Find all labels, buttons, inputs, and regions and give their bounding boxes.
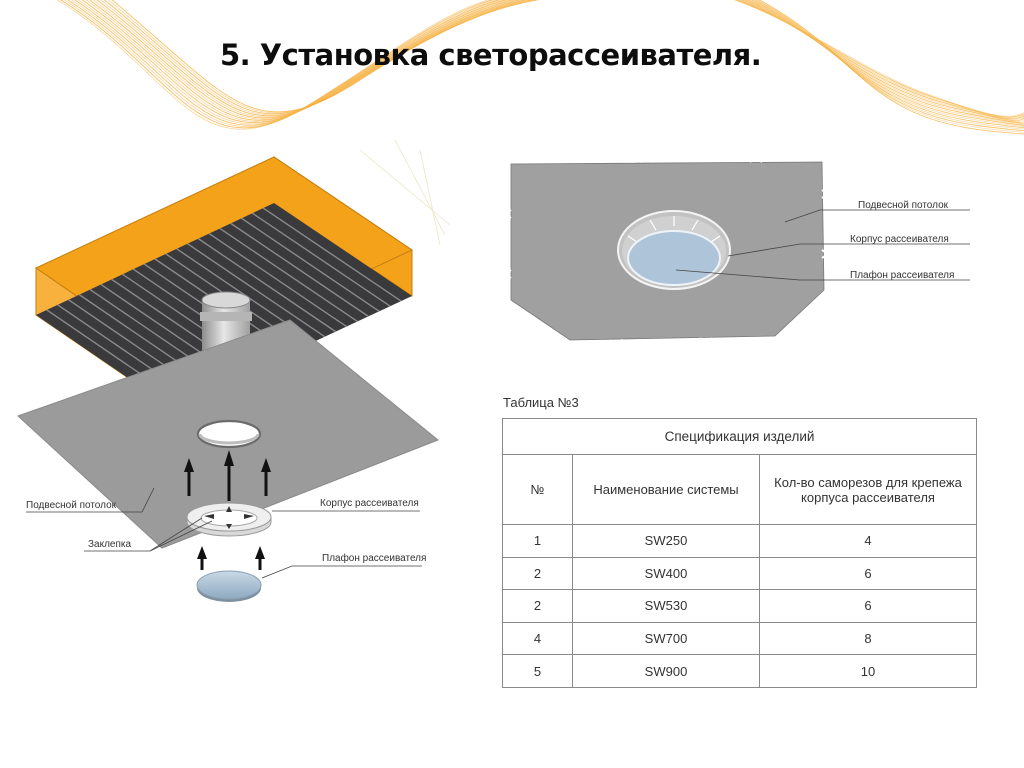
- installed-view-diagram: Подвесной потолок Корпус рассеивателя Пл…: [503, 156, 970, 347]
- diffuser-cover: [196, 570, 262, 602]
- cell-system-name: SW900: [572, 654, 760, 688]
- spec-table: Спецификация изделий № Наименование сист…: [501, 418, 978, 688]
- cell-number: 4: [502, 621, 573, 656]
- cell-screw-count: 8: [758, 621, 978, 656]
- diffuser-housing: [186, 502, 272, 537]
- label-rivet: Заклепка: [88, 539, 131, 550]
- table-caption: Таблица №3: [503, 395, 579, 410]
- label-diffuser-housing: Корпус рассеивателя: [320, 498, 419, 509]
- label-diffuser-cover: Плафон рассеивателя: [322, 552, 426, 564]
- label-diffuser-housing-right: Корпус рассеивателя: [850, 234, 949, 245]
- cell-number: 2: [502, 589, 573, 623]
- label-suspended-ceiling: Подвесной потолок: [26, 500, 117, 511]
- table-row: 2 SW530 6: [502, 589, 978, 623]
- page-title: 5. Установка светорассеивателя.: [220, 38, 762, 72]
- column-header-number: №: [502, 454, 573, 525]
- cell-screw-count: 6: [758, 556, 978, 591]
- label-diffuser-cover-right: Плафон рассеивателя: [850, 269, 954, 281]
- cell-system-name: SW700: [572, 621, 760, 656]
- cell-number: 5: [502, 654, 573, 688]
- table-header: Спецификация изделий: [501, 418, 978, 455]
- cell-system-name: SW250: [572, 524, 760, 558]
- column-header-system-name: Наименование системы: [572, 454, 760, 525]
- table-row: 5 SW900 10: [502, 654, 978, 688]
- cell-number: 1: [502, 524, 573, 558]
- cell-system-name: SW400: [572, 556, 760, 591]
- cell-screw-count: 10: [758, 654, 978, 688]
- cell-number: 2: [502, 556, 573, 591]
- cell-system-name: SW530: [572, 589, 760, 623]
- column-header-screw-count: Кол-во саморезов для крепежа корпуса рас…: [758, 454, 978, 525]
- cell-screw-count: 4: [758, 524, 978, 558]
- installation-exploded-diagram: Подвесной потолок Корпус рассеивателя За…: [17, 156, 439, 602]
- assembly-arrows: [184, 450, 271, 570]
- table-row: 2 SW400 6: [502, 556, 978, 591]
- table-row: 4 SW700 8: [502, 621, 978, 656]
- cell-screw-count: 6: [758, 589, 978, 623]
- suspended-ceiling-panel: [17, 319, 439, 549]
- table-row: 1 SW250 4: [502, 524, 978, 558]
- label-suspended-ceiling-right: Подвесной потолок: [858, 200, 949, 211]
